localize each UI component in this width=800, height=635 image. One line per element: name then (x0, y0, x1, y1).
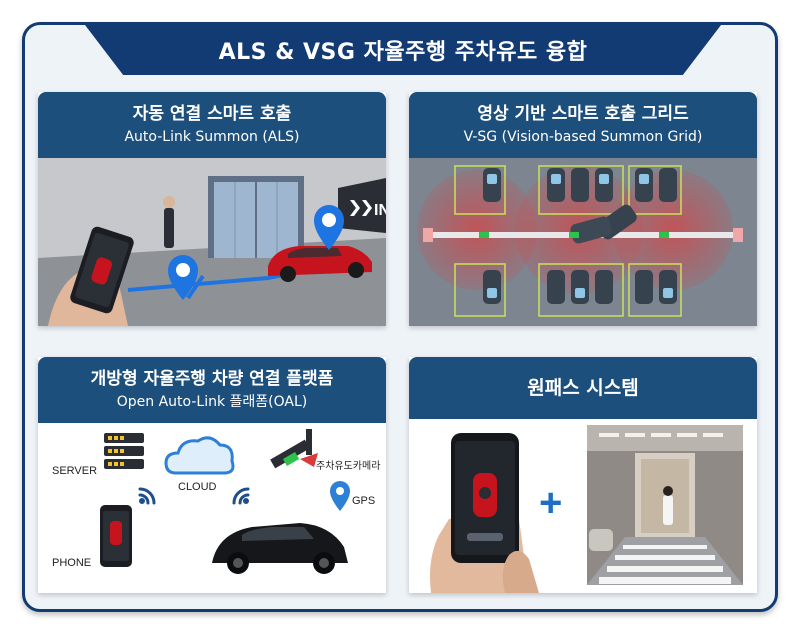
panel-vsg-subtitle: V-SG (Vision-based Summon Grid) (463, 129, 703, 145)
svg-text:IN: IN (374, 202, 386, 219)
car-icon (212, 523, 348, 574)
cloud-label: CLOUD (178, 481, 217, 493)
location-pin-icon (168, 255, 198, 300)
building-entrance-image (587, 425, 743, 585)
panel-oal: 개방형 자율주행 차량 연결 플랫폼 Open Auto-Link 플래폼(OA… (38, 357, 386, 593)
panel-vsg-title: 영상 기반 스마트 호출 그리드 (477, 104, 689, 124)
location-pin-icon (314, 205, 344, 250)
panel-als-title: 자동 연결 스마트 호출 (132, 104, 292, 124)
smartphone-icon (430, 433, 539, 593)
camera-label: 주차유도카메라 (316, 461, 381, 472)
plus-sign: + (539, 481, 563, 525)
panel-vsg: 영상 기반 스마트 호출 그리드 V-SG (Vision-based Summ… (409, 92, 757, 326)
gps-pin-icon (330, 481, 350, 511)
onepass-illustration: + (409, 419, 757, 593)
panel-onepass-title: 원패스 시스템 (527, 377, 639, 399)
phone-icon (100, 505, 132, 567)
server-label: SERVER (52, 465, 98, 477)
page-title: ALS & VSG 자율주행 주차유도 융합 (218, 40, 588, 65)
panel-onepass-header: 원패스 시스템 (409, 357, 757, 419)
phone-label: PHONE (52, 557, 92, 569)
oal-diagram: SERVER CLOUD 주차유도카메라 GPS PHONE (38, 423, 386, 593)
wifi-icon (138, 487, 156, 505)
panel-oal-header: 개방형 자율주행 차량 연결 플랫폼 Open Auto-Link 플래폼(OA… (38, 357, 386, 423)
vsg-grid-illustration (409, 158, 757, 326)
panel-oal-title: 개방형 자율주행 차량 연결 플랫폼 (90, 369, 334, 389)
cloud-icon (164, 436, 235, 475)
panel-vsg-header: 영상 기반 스마트 호출 그리드 V-SG (Vision-based Summ… (409, 92, 757, 158)
panel-oal-subtitle: Open Auto-Link 플래폼(OAL) (116, 394, 308, 410)
smartphone-icon (70, 226, 134, 314)
panel-onepass: 원패스 시스템 (409, 357, 757, 593)
server-icon (104, 433, 144, 469)
panel-als-subtitle: Auto-Link Summon (ALS) (124, 129, 300, 145)
parking-camera-icon (270, 429, 318, 469)
wifi-icon (232, 487, 250, 505)
als-illustration: IN (38, 158, 386, 326)
panel-als-header: 자동 연결 스마트 호출 Auto-Link Summon (ALS) (38, 92, 386, 158)
panel-als: 자동 연결 스마트 호출 Auto-Link Summon (ALS) IN (38, 92, 386, 326)
gps-label: GPS (352, 495, 376, 507)
title-banner: ALS & VSG 자율주행 주차유도 융합 (85, 25, 721, 75)
